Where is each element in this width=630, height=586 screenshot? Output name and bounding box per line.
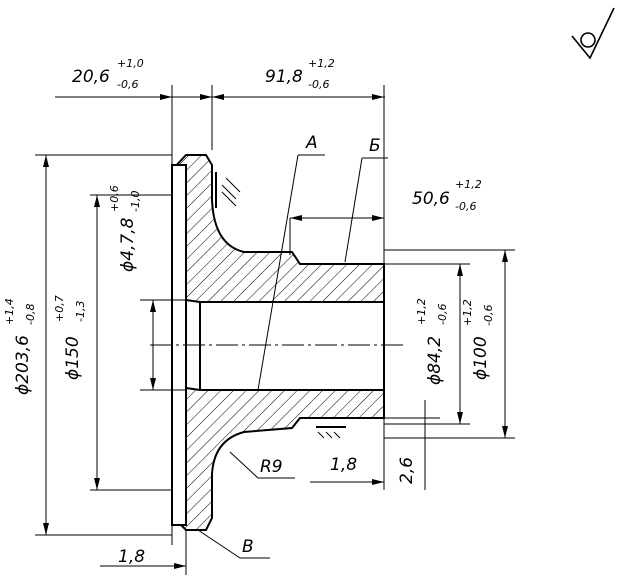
- dim-phi-150: ϕ150 +0,7 -1,3: [53, 295, 87, 380]
- label-v: В: [242, 537, 254, 557]
- svg-text:ϕ84,2: ϕ84,2: [425, 336, 445, 385]
- svg-text:-0,8: -0,8: [24, 304, 37, 325]
- dim-bottom-1-8: 1,8: [118, 547, 145, 567]
- svg-text:-0,6: -0,6: [455, 200, 476, 213]
- upper-section: [170, 154, 385, 303]
- svg-text:+1,4: +1,4: [3, 298, 16, 325]
- svg-text:-0,6: -0,6: [436, 304, 449, 325]
- svg-text:-0,6: -0,6: [482, 305, 495, 326]
- svg-text:+0,7: +0,7: [53, 295, 66, 322]
- arrowheads: [43, 94, 508, 569]
- dim-top-right: 91,8 +1,2 -0,6: [265, 57, 335, 91]
- svg-text:-0,6: -0,6: [308, 78, 329, 91]
- dim-phi-203: ϕ203,6 +1,4 -0,8: [3, 298, 37, 395]
- svg-text:2,6: 2,6: [397, 457, 417, 484]
- svg-text:+1,2: +1,2: [308, 57, 335, 70]
- svg-text:91,8: 91,8: [265, 67, 303, 87]
- svg-text:+1,0: +1,0: [117, 57, 144, 70]
- svg-text:-1,0: -1,0: [129, 191, 142, 212]
- surface-symbol-bottom: [316, 426, 346, 439]
- svg-text:+1,2: +1,2: [415, 298, 428, 325]
- dim-mid-right: 50,6 +1,2 -0,6: [412, 178, 482, 213]
- leader-lines: [257, 154, 388, 391]
- dim-top-left: 20,6 +1,0 -0,6: [72, 57, 144, 91]
- dim-phi-small: ϕ4,7,8 +0,6 -1,0: [108, 185, 142, 272]
- label-a: А: [305, 133, 318, 153]
- svg-text:ϕ203,6: ϕ203,6: [13, 335, 33, 395]
- svg-text:ϕ100: ϕ100: [471, 336, 491, 380]
- radius-label: R9: [260, 457, 283, 477]
- svg-text:+0,6: +0,6: [108, 185, 121, 212]
- roughness-symbol: [571, 7, 615, 60]
- dim-right-2-6: 2,6: [397, 457, 417, 484]
- svg-text:ϕ150: ϕ150: [63, 336, 83, 380]
- svg-text:+1,2: +1,2: [455, 178, 482, 191]
- bore: [199, 301, 385, 391]
- svg-text:20,6: 20,6: [72, 67, 110, 87]
- surface-symbol-top: [215, 172, 241, 208]
- svg-text:ϕ4,7,8: ϕ4,7,8: [118, 217, 138, 272]
- dim-right-1-8: 1,8: [330, 455, 357, 475]
- svg-text:50,6: 50,6: [412, 189, 450, 209]
- lower-section: [170, 386, 385, 531]
- dim-phi-84: ϕ84,2 +1,2 -0,6: [415, 298, 449, 385]
- svg-text:-1,3: -1,3: [74, 301, 87, 322]
- label-b: Б: [369, 136, 381, 156]
- svg-text:-0,6: -0,6: [117, 78, 138, 91]
- svg-text:+1,2: +1,2: [461, 299, 474, 326]
- dim-phi-100: ϕ100 +1,2 -0,6: [461, 299, 495, 380]
